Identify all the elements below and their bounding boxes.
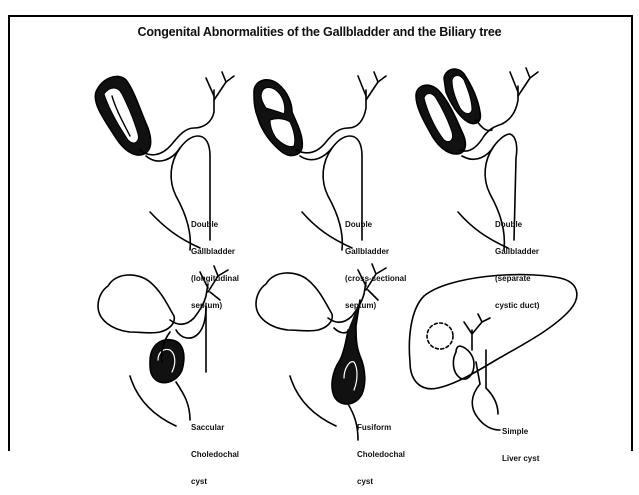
caption-fusiform-choledochal-cyst: Fusiform Choledochal cyst <box>357 405 405 495</box>
caption-line: Gallbladder <box>191 247 239 256</box>
caption-line: Double <box>191 220 239 229</box>
caption-line: septum) <box>191 301 239 310</box>
caption-double-gallbladder-longitudinal: Double Gallbladder (longitudinal septum) <box>191 202 239 319</box>
caption-line: Double <box>495 220 539 229</box>
caption-line: Gallbladder <box>345 247 406 256</box>
caption-double-gallbladder-separate-duct: Double Gallbladder (separate cystic duct… <box>495 202 539 319</box>
caption-line: Simple <box>502 427 539 436</box>
caption-line: Saccular <box>191 423 239 432</box>
caption-line: Gallbladder <box>495 247 539 256</box>
caption-line: septum) <box>345 301 406 310</box>
illustration-canvas <box>0 0 639 451</box>
caption-simple-liver-cyst: Simple Liver cyst <box>502 409 539 472</box>
caption-double-gallbladder-cross-sectional: Double Gallbladder (cross-sectional sept… <box>345 202 406 319</box>
caption-line: (cross-sectional <box>345 274 406 283</box>
caption-line: cyst <box>191 477 239 486</box>
caption-line: Fusiform <box>357 423 405 432</box>
caption-line: Choledochal <box>191 450 239 459</box>
caption-line: Liver cyst <box>502 454 539 463</box>
caption-line: Choledochal <box>357 450 405 459</box>
panel-6-drawing <box>409 275 577 430</box>
caption-saccular-choledochal-cyst: Saccular Choledochal cyst <box>191 405 239 495</box>
caption-line: Double <box>345 220 406 229</box>
caption-line: (separate <box>495 274 539 283</box>
caption-line: cystic duct) <box>495 301 539 310</box>
caption-line: cyst <box>357 477 405 486</box>
caption-line: (longitudinal <box>191 274 239 283</box>
